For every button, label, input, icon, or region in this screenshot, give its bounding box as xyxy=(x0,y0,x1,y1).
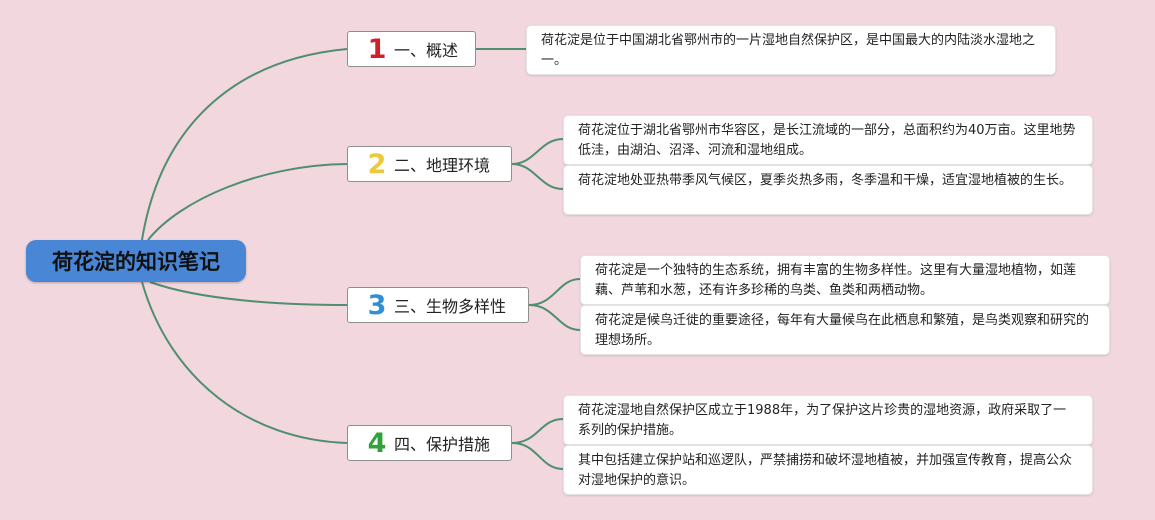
number-4-icon: 4 xyxy=(367,427,387,459)
branch-3-node[interactable]: 3 三、生物多样性 xyxy=(347,287,529,323)
branch-4-to-note-2 xyxy=(511,442,564,470)
root-to-branch-2 xyxy=(147,163,348,241)
root-to-branch-4 xyxy=(141,281,348,444)
branch-2-note-1[interactable]: 荷花淀位于湖北省鄂州市华容区，是长江流域的一部分，总面积约为40万亩。这里地势低… xyxy=(563,115,1093,165)
branch-3-note-1[interactable]: 荷花淀是一个独特的生态系统，拥有丰富的生物多样性。这里有大量湿地植物，如莲藕、芦… xyxy=(580,255,1110,305)
note-text: 荷花淀是候鸟迁徙的重要途径，每年有大量候鸟在此栖息和繁殖，是鸟类观察和研究的理想… xyxy=(595,313,1090,348)
branch-4-note-1[interactable]: 荷花淀湿地自然保护区成立于1988年，为了保护这片珍贵的湿地资源，政府采取了一系… xyxy=(563,395,1093,445)
branch-2-label: 二、地理环境 xyxy=(394,156,491,175)
root-to-branch-1 xyxy=(141,48,348,241)
branch-4-to-note-1 xyxy=(511,418,564,444)
branch-2-note-2[interactable]: 荷花淀地处亚热带季风气候区，夏季炎热多雨，冬季温和干燥，适宜湿地植被的生长。 xyxy=(563,165,1093,215)
number-3-icon: 3 xyxy=(367,289,387,321)
note-text: 荷花淀是一个独特的生态系统，拥有丰富的生物多样性。这里有大量湿地植物，如莲藕、芦… xyxy=(595,263,1077,298)
note-text: 荷花淀地处亚热带季风气候区，夏季炎热多雨，冬季温和干燥，适宜湿地植被的生长。 xyxy=(578,173,1073,188)
note-text: 其中包括建立保护站和巡逻队，严禁捕捞和破坏湿地植被，并加强宣传教育，提高公众对湿… xyxy=(578,453,1073,488)
branch-3-note-2[interactable]: 荷花淀是候鸟迁徙的重要途径，每年有大量候鸟在此栖息和繁殖，是鸟类观察和研究的理想… xyxy=(580,305,1110,355)
branch-4-node[interactable]: 4 四、保护措施 xyxy=(347,425,512,461)
branch-1-note-1[interactable]: 荷花淀是位于中国湖北省鄂州市的一片湿地自然保护区，是中国最大的内陆淡水湿地之一。 xyxy=(526,25,1056,75)
number-2-icon: 2 xyxy=(367,148,387,180)
root-topic[interactable]: 荷花淀的知识笔记 xyxy=(26,240,246,282)
note-text: 荷花淀位于湖北省鄂州市华容区，是长江流域的一部分，总面积约为40万亩。这里地势低… xyxy=(578,123,1076,158)
branch-2-node[interactable]: 2 二、地理环境 xyxy=(347,146,512,182)
branch-2-to-note-2 xyxy=(511,163,564,190)
branch-2-to-note-1 xyxy=(511,138,564,165)
root-topic-label: 荷花淀的知识笔记 xyxy=(52,250,220,274)
branch-1-node[interactable]: 1 一、概述 xyxy=(347,31,476,67)
branch-3-to-note-1 xyxy=(528,278,581,306)
note-text: 荷花淀是位于中国湖北省鄂州市的一片湿地自然保护区，是中国最大的内陆淡水湿地之一。 xyxy=(541,33,1036,68)
branch-4-label: 四、保护措施 xyxy=(394,435,491,454)
branch-3-label: 三、生物多样性 xyxy=(394,297,507,316)
branch-3-to-note-2 xyxy=(528,304,581,331)
branch-1-label: 一、概述 xyxy=(394,41,459,60)
root-to-branch-3 xyxy=(149,281,348,306)
number-1-icon: 1 xyxy=(367,33,387,65)
branch-4-note-2[interactable]: 其中包括建立保护站和巡逻队，严禁捕捞和破坏湿地植被，并加强宣传教育，提高公众对湿… xyxy=(563,445,1093,495)
note-text: 荷花淀湿地自然保护区成立于1988年，为了保护这片珍贵的湿地资源，政府采取了一系… xyxy=(578,403,1067,438)
